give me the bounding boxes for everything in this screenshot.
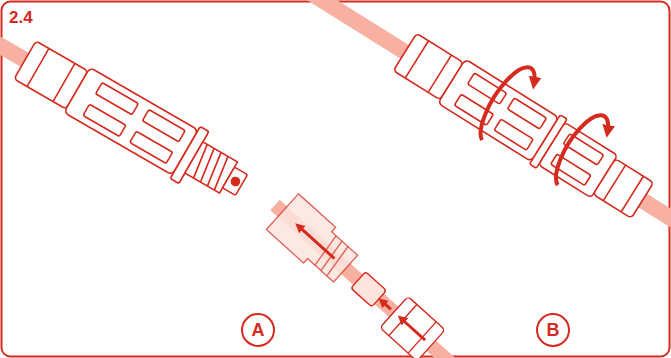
step-letter: A: [252, 321, 265, 339]
assembled-connector: [226, 0, 671, 303]
socket-connector: [0, 0, 257, 211]
loose-parts: [259, 187, 484, 358]
step-letter: B: [547, 321, 560, 339]
step-circle: A: [241, 313, 275, 347]
step-number: 2.4: [9, 9, 33, 26]
step-circle: B: [536, 313, 570, 347]
